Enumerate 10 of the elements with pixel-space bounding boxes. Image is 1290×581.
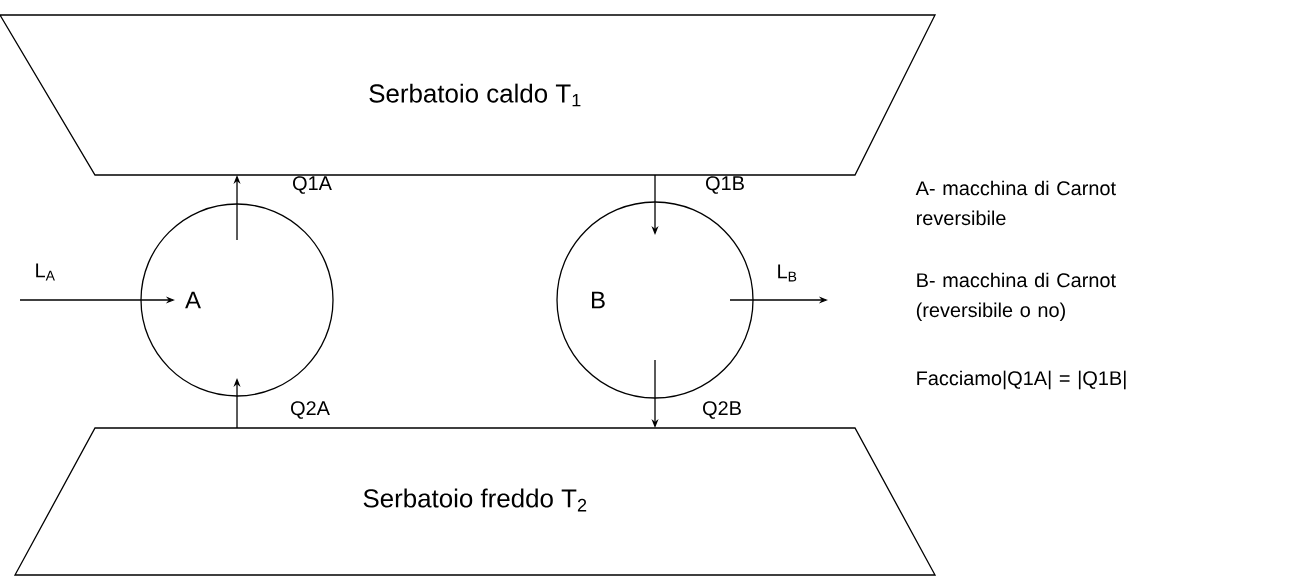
edge-label: Q1A xyxy=(293,176,332,194)
edge-label: Q2A xyxy=(291,401,330,419)
edge-label: Q2B xyxy=(703,401,741,419)
note-text: Facciamo|Q1A| = |Q1B| xyxy=(917,370,1126,390)
note-text: A- macchina di Carnot reversibile xyxy=(915,180,1116,226)
reservoir-trapezoid: Serbatoio caldo T$_{1}$ xyxy=(0,14,937,176)
edge-label: Q1B xyxy=(706,176,744,194)
note-text: B- macchina di Carnot (reversibile o no) xyxy=(916,272,1116,322)
edge-label: L$_{B}$ xyxy=(778,264,797,282)
edge-label: L$_{A}$ xyxy=(36,263,55,281)
